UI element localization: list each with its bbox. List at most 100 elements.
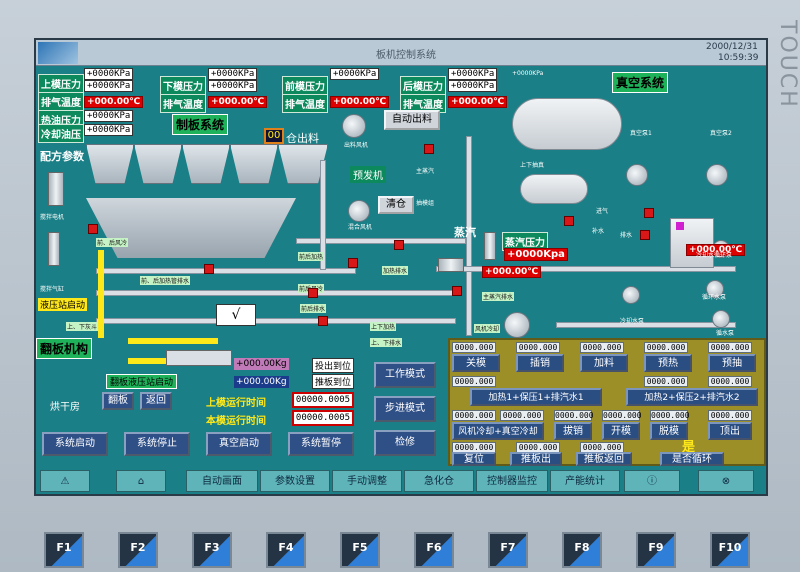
pull-pin-button[interactable]: 拔销 [554,422,592,440]
tag-air: 抽模组 [416,200,435,207]
f2-key[interactable]: F2 [118,532,158,568]
nav-param-settings[interactable]: 参数设置 [260,470,330,492]
f3-key[interactable]: F3 [192,532,232,568]
valve-9-icon [564,216,574,226]
f9-key[interactable]: F9 [636,532,676,568]
label-upper-pressure: 上模压力 [38,74,84,93]
mold-chamber [86,198,296,258]
f10-key[interactable]: F10 [710,532,750,568]
row3-value-6[interactable]: 0000.000 [708,410,752,421]
tag-front-heat: 前、后加热管排水 [140,276,191,285]
exit-icon[interactable]: ⊗ [698,470,754,492]
auto-discharge-button[interactable]: 自动出料 [384,110,440,130]
pre-vacuum-button[interactable]: 预抽 [708,354,756,372]
cooling-tank-indicator [676,222,684,230]
nav-controller-monitor[interactable]: 控制器监控 [476,470,548,492]
hydraulic-start-label: 液压站启动 [38,298,88,311]
fan-vacuum-cool-button[interactable]: 风机冷却+真空冷却 [452,422,544,440]
insert-pin-button[interactable]: 插销 [516,354,564,372]
step-mode-button[interactable]: 步进模式 [374,396,436,422]
maintenance-button[interactable]: 检修 [374,430,436,456]
heat-hold-1-button[interactable]: 加热1+保压1+排汽水1 [470,388,602,406]
open-mold-button[interactable]: 开模 [602,422,640,440]
tag-front-air: 前、后风冷 [96,238,129,247]
hopper-3 [182,144,230,184]
row1-value-5[interactable]: 0000.000 [708,342,752,353]
tag-main-drain: 主蒸汽排水 [482,292,515,301]
mix-fan-icon [348,200,370,222]
f4-key[interactable]: F4 [266,532,306,568]
row3-value-2[interactable]: 0000.000 [500,410,544,421]
row3-value-5[interactable]: 0000.000 [650,410,690,421]
info-icon[interactable]: ⓘ [624,470,680,492]
weight-1: +000.00Kg [234,358,289,370]
heat-hold-2-button[interactable]: 加热2+保压2+排汽水2 [626,388,758,406]
system-pause-button[interactable]: 系统暂停 [288,432,354,456]
row3-value-3[interactable]: 0000.000 [554,410,594,421]
row2-value-2[interactable]: 0000.000 [644,376,688,387]
value-lower-pressure-b: +0000KPa [208,80,258,92]
f6-key[interactable]: F6 [414,532,454,568]
pipe-c [96,318,456,324]
return-button[interactable]: 返回 [140,392,172,410]
f5-key[interactable]: F5 [340,532,380,568]
add-material-button[interactable]: 加料 [580,354,628,372]
row1-value-1[interactable]: 0000.000 [452,342,496,353]
system-stop-button[interactable]: 系统停止 [124,432,190,456]
eject-button[interactable]: 顶出 [708,422,752,440]
f1-key[interactable]: F1 [44,532,84,568]
cycle-toggle-button[interactable]: 是否循环 [660,452,724,466]
weight-2: +000.00Kg [234,376,289,388]
vacuum-start-button[interactable]: 真空启动 [206,432,272,456]
tag-vacuum-2: 真空泵2 [710,130,732,137]
work-mode-button[interactable]: 工作模式 [374,362,436,388]
dry-room-label: 烘干房 [50,402,80,413]
nav-auto-screen[interactable]: 自动画面 [186,470,258,492]
check-indicator[interactable]: √ [216,304,256,326]
tag-upper-vacuum: 上下抽真 [520,162,545,169]
row1-value-2[interactable]: 0000.000 [516,342,560,353]
warning-icon[interactable]: ⚠ [40,470,90,492]
push-out-button[interactable]: 推板出 [510,452,562,466]
label-exhaust-temp-2: 排气温度 [160,94,206,113]
value-upper-pressure-b: +0000KPa [84,80,134,92]
row3-value-1[interactable]: 0000.000 [452,410,496,421]
flip-mechanism-title: 翻板机构 [36,338,93,359]
home-icon[interactable]: ⌂ [116,470,166,492]
nav-silo[interactable]: 急化仓 [404,470,474,492]
label-lower-pressure: 下模压力 [160,76,206,95]
nav-capacity-stats[interactable]: 产能统计 [550,470,620,492]
reset-button[interactable]: 复位 [452,452,496,466]
push-return-button[interactable]: 推板返回 [576,452,632,466]
nav-manual-adjust[interactable]: 手动调整 [332,470,402,492]
hopper-4 [230,144,278,184]
demold-button[interactable]: 脱模 [650,422,688,440]
f8-key[interactable]: F8 [562,532,602,568]
circ-pump-icon [706,280,724,298]
close-mold-button[interactable]: 关模 [452,354,500,372]
f7-key[interactable]: F7 [488,532,528,568]
tag-feed-water: 补水 [592,228,605,235]
preheat-button[interactable]: 预热 [644,354,692,372]
row1-value-3[interactable]: 0000.000 [580,342,624,353]
valve-4-icon [348,258,358,268]
steam-temp-value: +000.00℃ [482,266,542,278]
flip-button[interactable]: 翻板 [102,392,134,410]
config-params-title[interactable]: 配方参数 [40,150,84,163]
time-display: 10:59:39 [718,53,759,63]
tag-water-pump: 循环水泵 [702,294,727,301]
row2-value-1[interactable]: 0000.000 [452,376,496,387]
vacuum-tank-small [520,174,588,204]
value-rear-pressure: +0000KPa [448,68,498,80]
steam-gauge-icon [484,232,496,260]
row1-value-4[interactable]: 0000.000 [644,342,688,353]
system-start-button[interactable]: 系统启动 [42,432,108,456]
hopper-5 [278,144,328,184]
clear-silo-button[interactable]: 清仓 [378,196,414,214]
value-lower-pressure: +0000KPa [208,68,258,80]
brand-touch: TOUCH [775,20,800,109]
yellow-line-1 [98,250,104,338]
row2-value-3[interactable]: 0000.000 [708,376,752,387]
row3-value-4[interactable]: 0000.000 [602,410,642,421]
nav-bar: ⚠ ⌂ 自动画面 参数设置 手动调整 急化仓 控制器监控 产能统计 ⓘ ⊗ [36,468,766,494]
